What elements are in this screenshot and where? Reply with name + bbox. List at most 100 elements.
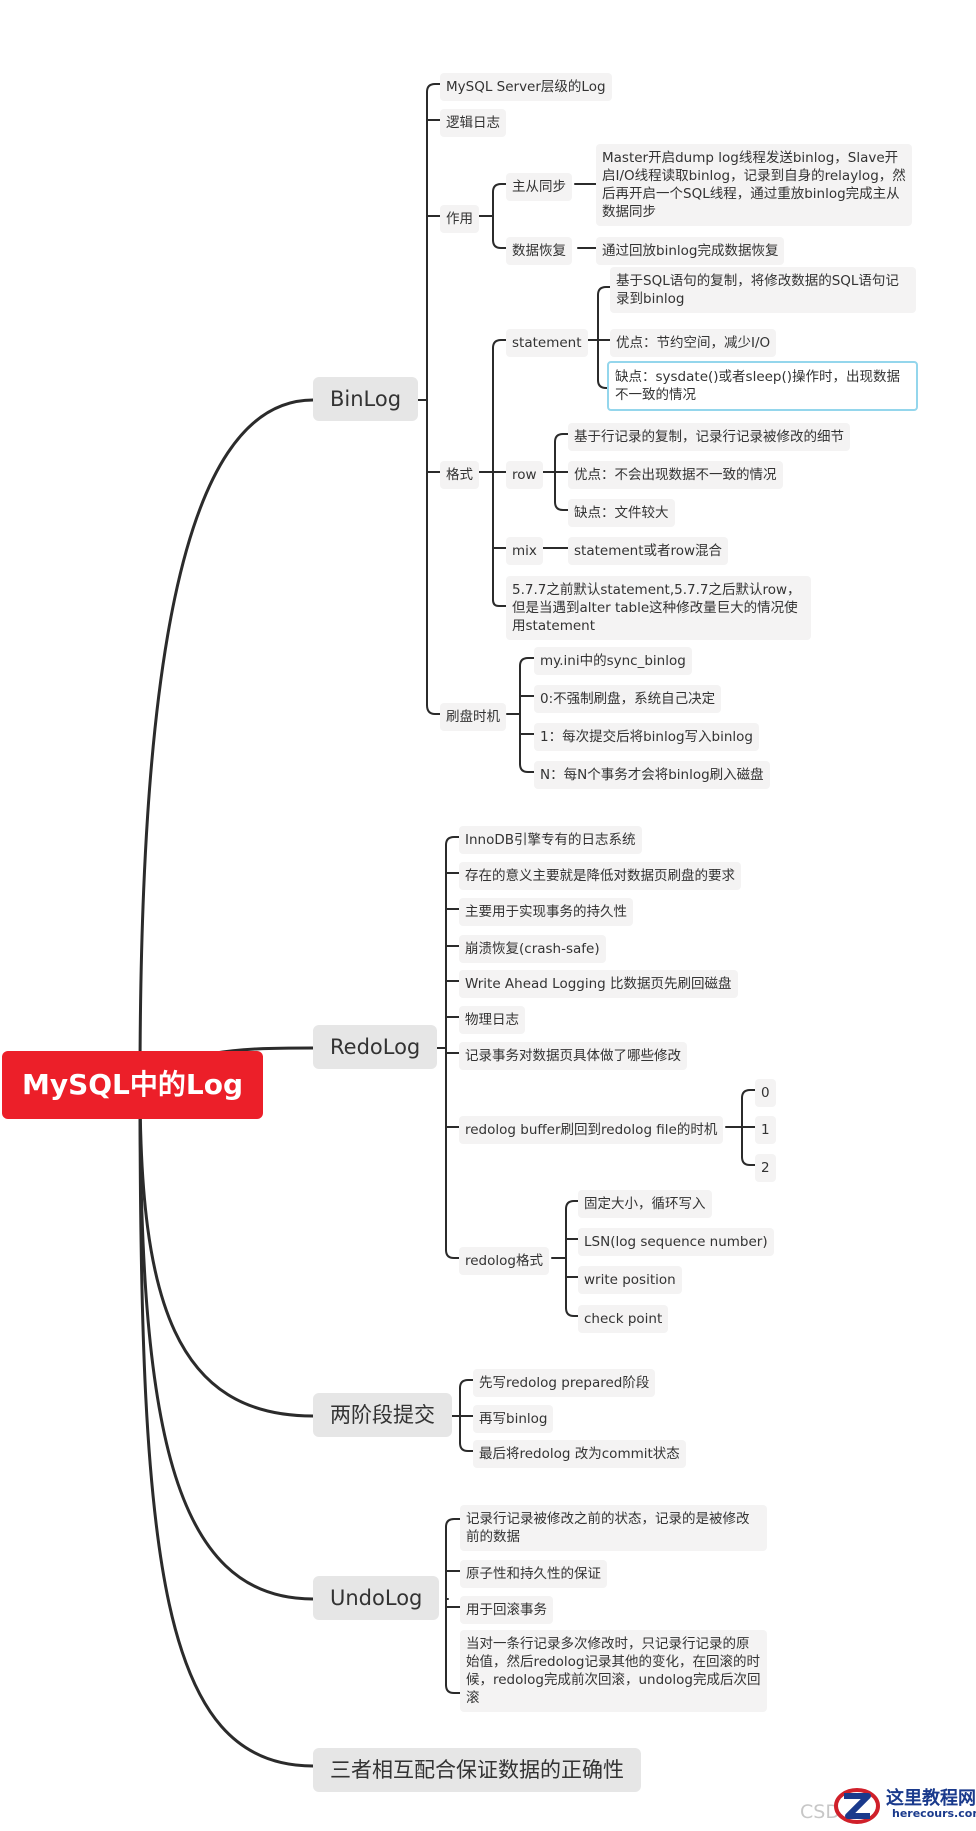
undolog-item[interactable]: 当对一条行记录多次修改时，只记录行记录的原始值，然后redolog记录其他的变化… <box>460 1630 767 1712</box>
binlog-replication-text: 主从同步 <box>512 179 566 195</box>
topic-twophase-label: 两阶段提交 <box>330 1403 435 1427</box>
undolog-item-text: 用于回滚事务 <box>466 1602 547 1618</box>
twophase-item-text: 先写redolog prepared阶段 <box>479 1375 650 1391</box>
format-note[interactable]: 5.7.7之前默认statement,5.7.7之后默认row，但是当遇到alt… <box>506 576 811 640</box>
flush-item[interactable]: 0:不强制刷盘，系统自己决定 <box>534 685 722 713</box>
topic-redolog[interactable]: RedoLog <box>313 1025 438 1069</box>
redolog-item-text: 崩溃恢复(crash-safe) <box>465 941 600 957</box>
redolog-item[interactable]: 记录事务对数据页具体做了哪些修改 <box>459 1042 687 1070</box>
root-node[interactable]: MySQL中的Log <box>2 1051 263 1119</box>
row-con-text: 缺点：文件较大 <box>574 505 669 521</box>
redolog-item-text: InnoDB引擎专有的日志系统 <box>465 832 636 848</box>
redolog-item-text: 记录事务对数据页具体做了哪些修改 <box>465 1048 681 1064</box>
topic-undolog[interactable]: UndoLog <box>313 1576 440 1620</box>
redolog-flush-text: redolog buffer刷回到redolog file的时机 <box>465 1122 718 1138</box>
redolog-format-item-text: check point <box>584 1311 663 1327</box>
topic-twophase[interactable]: 两阶段提交 <box>313 1393 452 1437</box>
binlog-format-text: 格式 <box>446 467 473 483</box>
csdn-watermark-text: CSD <box>800 1801 840 1823</box>
redolog-flush-option[interactable]: 0 <box>755 1079 776 1107</box>
format-mix-text: mix <box>512 543 537 559</box>
redolog-format-item-text: 固定大小，循环写入 <box>584 1196 706 1212</box>
redolog-format-item[interactable]: LSN(log sequence number) <box>578 1228 774 1256</box>
redolog-format[interactable]: redolog格式 <box>459 1247 549 1275</box>
row-con[interactable]: 缺点：文件较大 <box>568 499 675 527</box>
site-watermark: 这里教程网 herecours.com <box>832 1784 976 1830</box>
binlog-replication[interactable]: 主从同步 <box>506 173 572 201</box>
redolog-flush[interactable]: redolog buffer刷回到redolog file的时机 <box>459 1116 724 1144</box>
mix-desc[interactable]: statement或者row混合 <box>568 537 729 565</box>
row-pro-text: 优点：不会出现数据不一致的情况 <box>574 467 777 483</box>
redolog-item[interactable]: 存在的意义主要就是降低对数据页刷盘的要求 <box>459 862 741 890</box>
redolog-format-item-text: LSN(log sequence number) <box>584 1234 768 1250</box>
redolog-format-text: redolog格式 <box>465 1253 543 1269</box>
site-logo-icon <box>834 1788 880 1824</box>
topic-binlog[interactable]: BinLog <box>313 377 419 421</box>
topic-summary-label: 三者相互配合保证数据的正确性 <box>330 1758 624 1782</box>
topic-summary[interactable]: 三者相互配合保证数据的正确性 <box>313 1748 641 1792</box>
flush-item[interactable]: my.ini中的sync_binlog <box>534 647 692 675</box>
undolog-item-text: 原子性和持久性的保证 <box>466 1566 601 1582</box>
redolog-format-item[interactable]: 固定大小，循环写入 <box>578 1190 712 1218</box>
flush-item[interactable]: N：每N个事务才会将binlog刷入磁盘 <box>534 761 770 789</box>
binlog-flush-text: 刷盘时机 <box>446 709 500 725</box>
redolog-item[interactable]: Write Ahead Logging 比数据页先刷回磁盘 <box>459 970 738 998</box>
root-label: MySQL中的Log <box>21 1068 244 1101</box>
redolog-item-text: 主要用于实现事务的持久性 <box>465 904 627 920</box>
binlog-logical-text: 逻辑日志 <box>446 115 500 131</box>
redolog-flush-option[interactable]: 2 <box>755 1154 776 1182</box>
redolog-flush-option-text: 0 <box>761 1085 770 1101</box>
statement-desc[interactable]: 基于SQL语句的复制，将修改数据的SQL语句记录到binlog <box>610 267 916 313</box>
redolog-flush-option-text: 1 <box>761 1122 770 1138</box>
undolog-item[interactable]: 用于回滚事务 <box>460 1596 553 1624</box>
site-name: 这里教程网 <box>886 1788 976 1809</box>
statement-con[interactable]: 缺点：sysdate()或者sleep()操作时，出现数据不一致的情况 <box>607 361 918 411</box>
twophase-item[interactable]: 最后将redolog 改为commit状态 <box>473 1440 686 1468</box>
binlog-usage-text: 作用 <box>446 211 473 227</box>
binlog-format[interactable]: 格式 <box>440 461 479 489</box>
binlog-replication-desc[interactable]: Master开启dump log线程发送binlog，Slave开启I/O线程读… <box>596 144 912 226</box>
undolog-item-text: 当对一条行记录多次修改时，只记录行记录的原始值，然后redolog记录其他的变化… <box>466 1636 761 1706</box>
binlog-server-level-text: MySQL Server层级的Log <box>446 79 606 95</box>
format-mix[interactable]: mix <box>506 537 543 565</box>
row-desc[interactable]: 基于行记录的复制，记录行记录被修改的细节 <box>568 423 850 451</box>
statement-desc-text: 基于SQL语句的复制，将修改数据的SQL语句记录到binlog <box>616 273 899 307</box>
redolog-item[interactable]: 物理日志 <box>459 1006 525 1034</box>
redolog-format-item[interactable]: check point <box>578 1305 669 1333</box>
redolog-format-item-text: write position <box>584 1272 676 1288</box>
row-desc-text: 基于行记录的复制，记录行记录被修改的细节 <box>574 429 844 445</box>
format-note-text: 5.7.7之前默认statement,5.7.7之后默认row，但是当遇到alt… <box>512 582 801 634</box>
redolog-item[interactable]: 崩溃恢复(crash-safe) <box>459 935 606 963</box>
row-pro[interactable]: 优点：不会出现数据不一致的情况 <box>568 461 783 489</box>
format-row-text: row <box>512 467 537 483</box>
redolog-format-item[interactable]: write position <box>578 1266 682 1294</box>
redolog-item-text: 存在的意义主要就是降低对数据页刷盘的要求 <box>465 868 735 884</box>
binlog-usage[interactable]: 作用 <box>440 205 479 233</box>
site-url: herecours.com <box>892 1807 976 1820</box>
statement-con-text: 缺点：sysdate()或者sleep()操作时，出现数据不一致的情况 <box>615 369 901 403</box>
binlog-flush[interactable]: 刷盘时机 <box>440 703 506 731</box>
redolog-flush-option[interactable]: 1 <box>755 1116 776 1144</box>
format-statement[interactable]: statement <box>506 329 588 357</box>
binlog-recovery-desc[interactable]: 通过回放binlog完成数据恢复 <box>596 237 785 265</box>
statement-pro-text: 优点：节约空间，减少I/O <box>616 335 771 351</box>
binlog-logical[interactable]: 逻辑日志 <box>440 109 506 137</box>
statement-pro[interactable]: 优点：节约空间，减少I/O <box>610 329 777 357</box>
twophase-item[interactable]: 先写redolog prepared阶段 <box>473 1369 656 1397</box>
redolog-item-text: 物理日志 <box>465 1012 519 1028</box>
flush-item-text: 0:不强制刷盘，系统自己决定 <box>540 691 716 707</box>
twophase-item[interactable]: 再写binlog <box>473 1405 554 1433</box>
redolog-item[interactable]: 主要用于实现事务的持久性 <box>459 898 633 926</box>
undolog-item[interactable]: 原子性和持久性的保证 <box>460 1560 607 1588</box>
csdn-watermark: CSD <box>800 1801 840 1823</box>
redolog-flush-option-text: 2 <box>761 1160 770 1176</box>
redolog-item[interactable]: InnoDB引擎专有的日志系统 <box>459 826 642 854</box>
undolog-item[interactable]: 记录行记录被修改之前的状态，记录的是被修改前的数据 <box>460 1505 767 1551</box>
format-row[interactable]: row <box>506 461 543 489</box>
topic-binlog-label: BinLog <box>330 387 402 411</box>
mix-desc-text: statement或者row混合 <box>574 543 723 559</box>
binlog-server-level[interactable]: MySQL Server层级的Log <box>440 73 612 101</box>
redolog-item-text: Write Ahead Logging 比数据页先刷回磁盘 <box>465 976 732 992</box>
binlog-recovery[interactable]: 数据恢复 <box>506 237 572 265</box>
flush-item[interactable]: 1：每次提交后将binlog写入binlog <box>534 723 760 751</box>
